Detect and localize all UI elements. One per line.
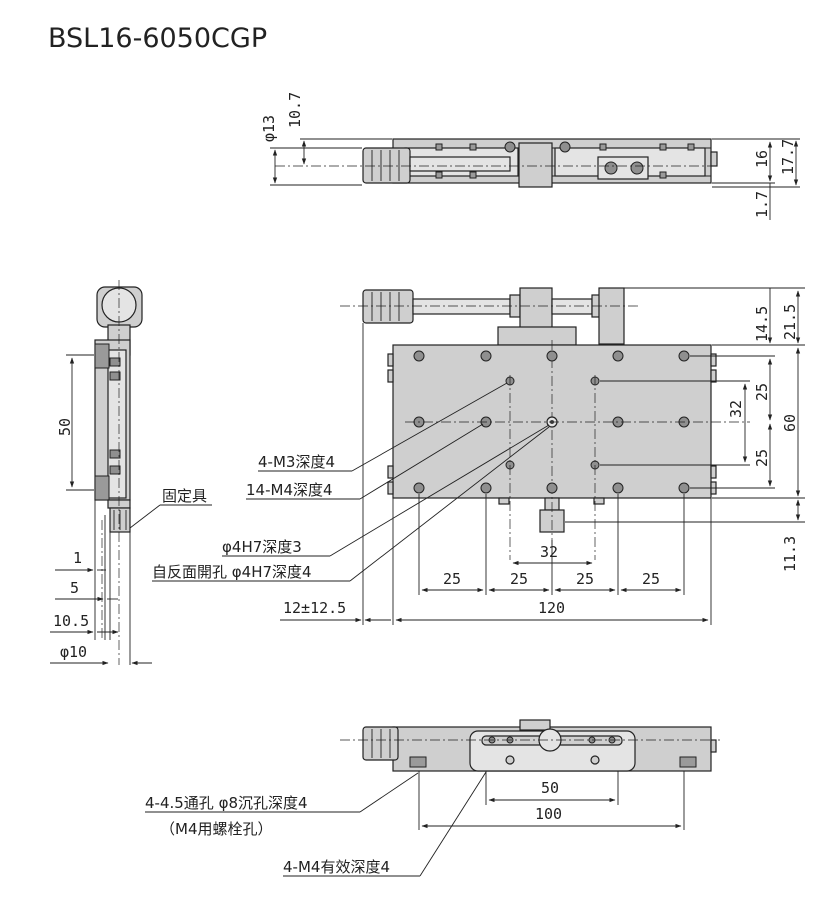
- dim-120: 120: [538, 599, 565, 617]
- dim-25-lower: 25: [753, 449, 771, 467]
- dim-17-7: 17.7: [779, 139, 797, 175]
- label-h7-back-hole: 自反面開孔 φ4H7深度4: [152, 563, 312, 581]
- dim-60: 60: [781, 414, 799, 432]
- dim-25-a: 25: [443, 570, 461, 588]
- micrometer-knob-bottom: [362, 726, 399, 761]
- micrometer-sleeve-plan: [412, 298, 511, 315]
- drive-block: [497, 326, 577, 346]
- dim-25-d: 25: [642, 570, 660, 588]
- label-h7-hole: φ4H7深度3: [222, 538, 302, 556]
- dim-1: 1: [73, 549, 82, 567]
- label-m3-holes: 4-M3深度4: [258, 453, 335, 471]
- dim-14-5: 14.5: [753, 306, 771, 342]
- bottom-view: 50 100 4-4.5通孔 φ8沉孔深度4 （M4用螺栓孔） 4-M4有效深度…: [145, 719, 720, 877]
- dim-21-5: 21.5: [781, 304, 799, 340]
- micrometer-sleeve-side: [409, 156, 511, 172]
- fixture-label: 固定具: [162, 487, 207, 505]
- dim-50-bottom: 50: [541, 779, 559, 797]
- dim-10-7: 10.7: [286, 92, 304, 128]
- dim-100: 100: [535, 805, 562, 823]
- label-m4-effective: 4-M4有效深度4: [283, 858, 390, 876]
- dim-16: 16: [753, 150, 771, 168]
- label-through-holes: 4-4.5通孔 φ8沉孔深度4: [145, 794, 308, 812]
- dim-11-3: 11.3: [781, 536, 799, 572]
- lock-block-plan: [598, 287, 625, 345]
- dim-phi13: φ13: [260, 115, 278, 142]
- plan-view: 14.5 21.5 32 25 25 60 11.3 32 25 25 25 2…: [152, 287, 805, 625]
- dim-25-c: 25: [576, 570, 594, 588]
- dim-50-vertical: 50: [56, 418, 74, 436]
- product-title: BSL16-6050CGP: [48, 23, 267, 54]
- dim-10-5: 10.5: [53, 612, 89, 630]
- label-through-holes-note: （M4用螺栓孔）: [160, 820, 273, 838]
- micrometer-knob-plan: [362, 289, 414, 324]
- label-m4-holes: 14-M4深度4: [246, 481, 333, 499]
- dim-phi10: φ10: [60, 643, 87, 661]
- side-view: φ13 10.7 16 17.7 1.7: [260, 92, 800, 220]
- screw-icon: [504, 141, 516, 153]
- dim-25-b: 25: [510, 570, 528, 588]
- screw-icon: [559, 141, 571, 153]
- micrometer-knob-side: [362, 147, 411, 184]
- bolt-hole: [505, 755, 515, 765]
- bolt-hole: [590, 755, 600, 765]
- dim-32-horizontal: 32: [540, 543, 558, 561]
- clamp-block-side: [518, 142, 553, 188]
- dim-25-upper: 25: [753, 383, 771, 401]
- lock-screw-icon: [630, 161, 644, 175]
- lock-screw-icon: [604, 161, 618, 175]
- dim-32-vertical: 32: [727, 400, 745, 418]
- left-view: 50 固定具 1 5 10.5 φ10: [50, 280, 212, 666]
- clamp-block-plan: [519, 287, 553, 329]
- dim-1-7: 1.7: [753, 191, 771, 218]
- dim-5: 5: [70, 579, 79, 597]
- dim-travel: 12±12.5: [283, 599, 346, 617]
